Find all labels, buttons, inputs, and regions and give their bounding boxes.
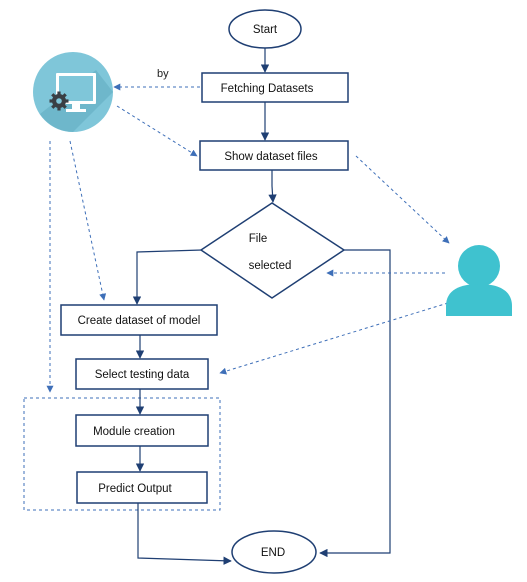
dashed-system-to-create bbox=[69, 140, 107, 301]
decision-label-line1: File bbox=[249, 233, 268, 245]
model-group-frame bbox=[23, 397, 221, 511]
create-dataset-node: Create dataset of model bbox=[60, 304, 218, 336]
show-dataset-files-label: Show dataset files bbox=[224, 151, 318, 163]
decision-label-line2: selected bbox=[249, 260, 292, 272]
end-label: END bbox=[261, 547, 285, 559]
start-label: Start bbox=[253, 24, 278, 36]
fetching-datasets-label: Fetching Datasets bbox=[221, 83, 314, 95]
module-creation-label: Module creation bbox=[93, 426, 175, 438]
solid-connectors bbox=[132, 47, 391, 565]
dashed-system-to-show bbox=[116, 105, 198, 157]
module-creation-node: Module creation bbox=[75, 414, 209, 447]
computer-settings-icon bbox=[33, 52, 113, 132]
arrow-decision-to-end bbox=[319, 249, 391, 558]
edge-label-by: by bbox=[157, 68, 169, 80]
arrow-predict-to-end bbox=[137, 503, 232, 565]
fetching-datasets-node: Fetching Datasets bbox=[201, 72, 349, 103]
show-dataset-files-node: Show dataset files bbox=[199, 140, 349, 171]
end-node: END bbox=[231, 530, 317, 574]
dashed-connectors bbox=[46, 83, 450, 393]
dashed-user-to-select bbox=[219, 302, 449, 375]
arrow-show-to-decision bbox=[268, 170, 277, 203]
select-testing-node: Select testing data bbox=[75, 358, 209, 390]
predict-output-node: Predict Output bbox=[76, 471, 208, 504]
dashed-show-to-user bbox=[355, 155, 450, 244]
user-icon bbox=[446, 245, 512, 316]
arrow-decision-to-create bbox=[132, 249, 203, 305]
gear-icon bbox=[49, 91, 69, 111]
start-node: Start bbox=[228, 9, 302, 49]
file-selected-decision: File selected bbox=[199, 202, 346, 299]
select-testing-label: Select testing data bbox=[95, 369, 190, 381]
create-dataset-label: Create dataset of model bbox=[78, 315, 201, 327]
predict-output-label: Predict Output bbox=[98, 483, 172, 495]
